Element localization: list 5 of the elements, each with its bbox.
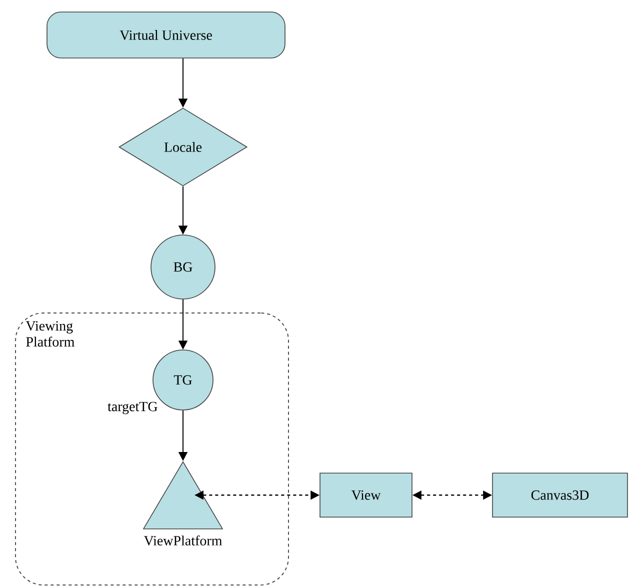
node-label: ViewPlatform — [144, 535, 222, 546]
circle-node: BG — [150, 234, 216, 300]
terminal-box: Virtual Universe — [46, 12, 286, 58]
process-box: Canvas3D — [492, 472, 628, 518]
process-box: View — [320, 472, 412, 518]
